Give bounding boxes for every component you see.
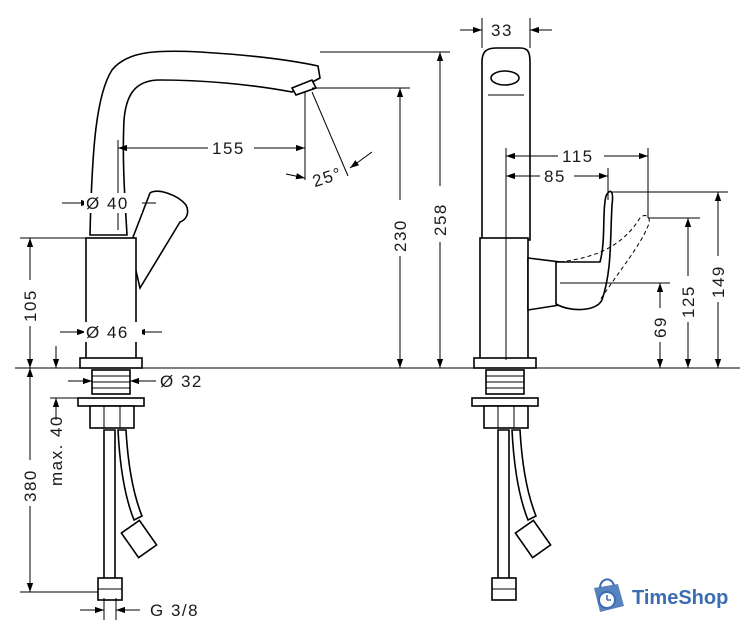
dim-diameter-40: Ø 40 xyxy=(86,194,129,213)
side-fitting-2 xyxy=(514,519,552,559)
side-hose-bent xyxy=(511,429,538,522)
timeshop-logo: TimeShop xyxy=(594,578,728,612)
dim-115: 115 xyxy=(562,147,594,166)
front-hose-straight xyxy=(103,429,116,581)
front-nut xyxy=(89,405,135,429)
side-base xyxy=(473,357,537,369)
dim-diameter-46: Ø 46 xyxy=(86,323,129,342)
side-nut xyxy=(483,405,529,429)
front-view xyxy=(77,50,321,601)
dim-85: 85 xyxy=(544,167,566,186)
logo-text: TimeShop xyxy=(632,587,728,609)
side-handle-hidden xyxy=(559,215,650,301)
front-hose-bent xyxy=(117,429,144,522)
dim-230: 230 xyxy=(391,219,410,252)
side-view xyxy=(471,47,650,601)
dim-258: 258 xyxy=(431,203,450,236)
side-aerator xyxy=(490,70,520,86)
dim-69: 69 xyxy=(651,316,670,338)
dim-g-3-8: G 3/8 xyxy=(150,601,199,620)
dim-33: 33 xyxy=(491,21,513,40)
side-handle-lever xyxy=(555,190,614,311)
dimension-labels: 33 155 25° Ø 40 230 258 115 85 105 Ø 46 … xyxy=(20,20,728,620)
dim-380: 380 xyxy=(21,469,40,502)
dim-diameter-32: Ø 32 xyxy=(160,372,203,391)
dim-125: 125 xyxy=(679,285,698,318)
dim-155: 155 xyxy=(212,139,245,158)
dim-149: 149 xyxy=(709,265,728,298)
side-hose-straight xyxy=(497,429,510,581)
side-washer xyxy=(471,397,539,407)
front-washer xyxy=(77,397,145,407)
front-base xyxy=(79,357,143,369)
front-lever xyxy=(129,190,189,291)
side-body xyxy=(479,237,529,361)
dim-25-deg: 25° xyxy=(310,164,345,191)
side-spout xyxy=(481,47,531,241)
dimension-lines xyxy=(15,18,740,620)
dim-105: 105 xyxy=(21,289,40,322)
dim-max-40: max. 40 xyxy=(47,415,66,486)
front-fitting-2 xyxy=(120,519,158,559)
